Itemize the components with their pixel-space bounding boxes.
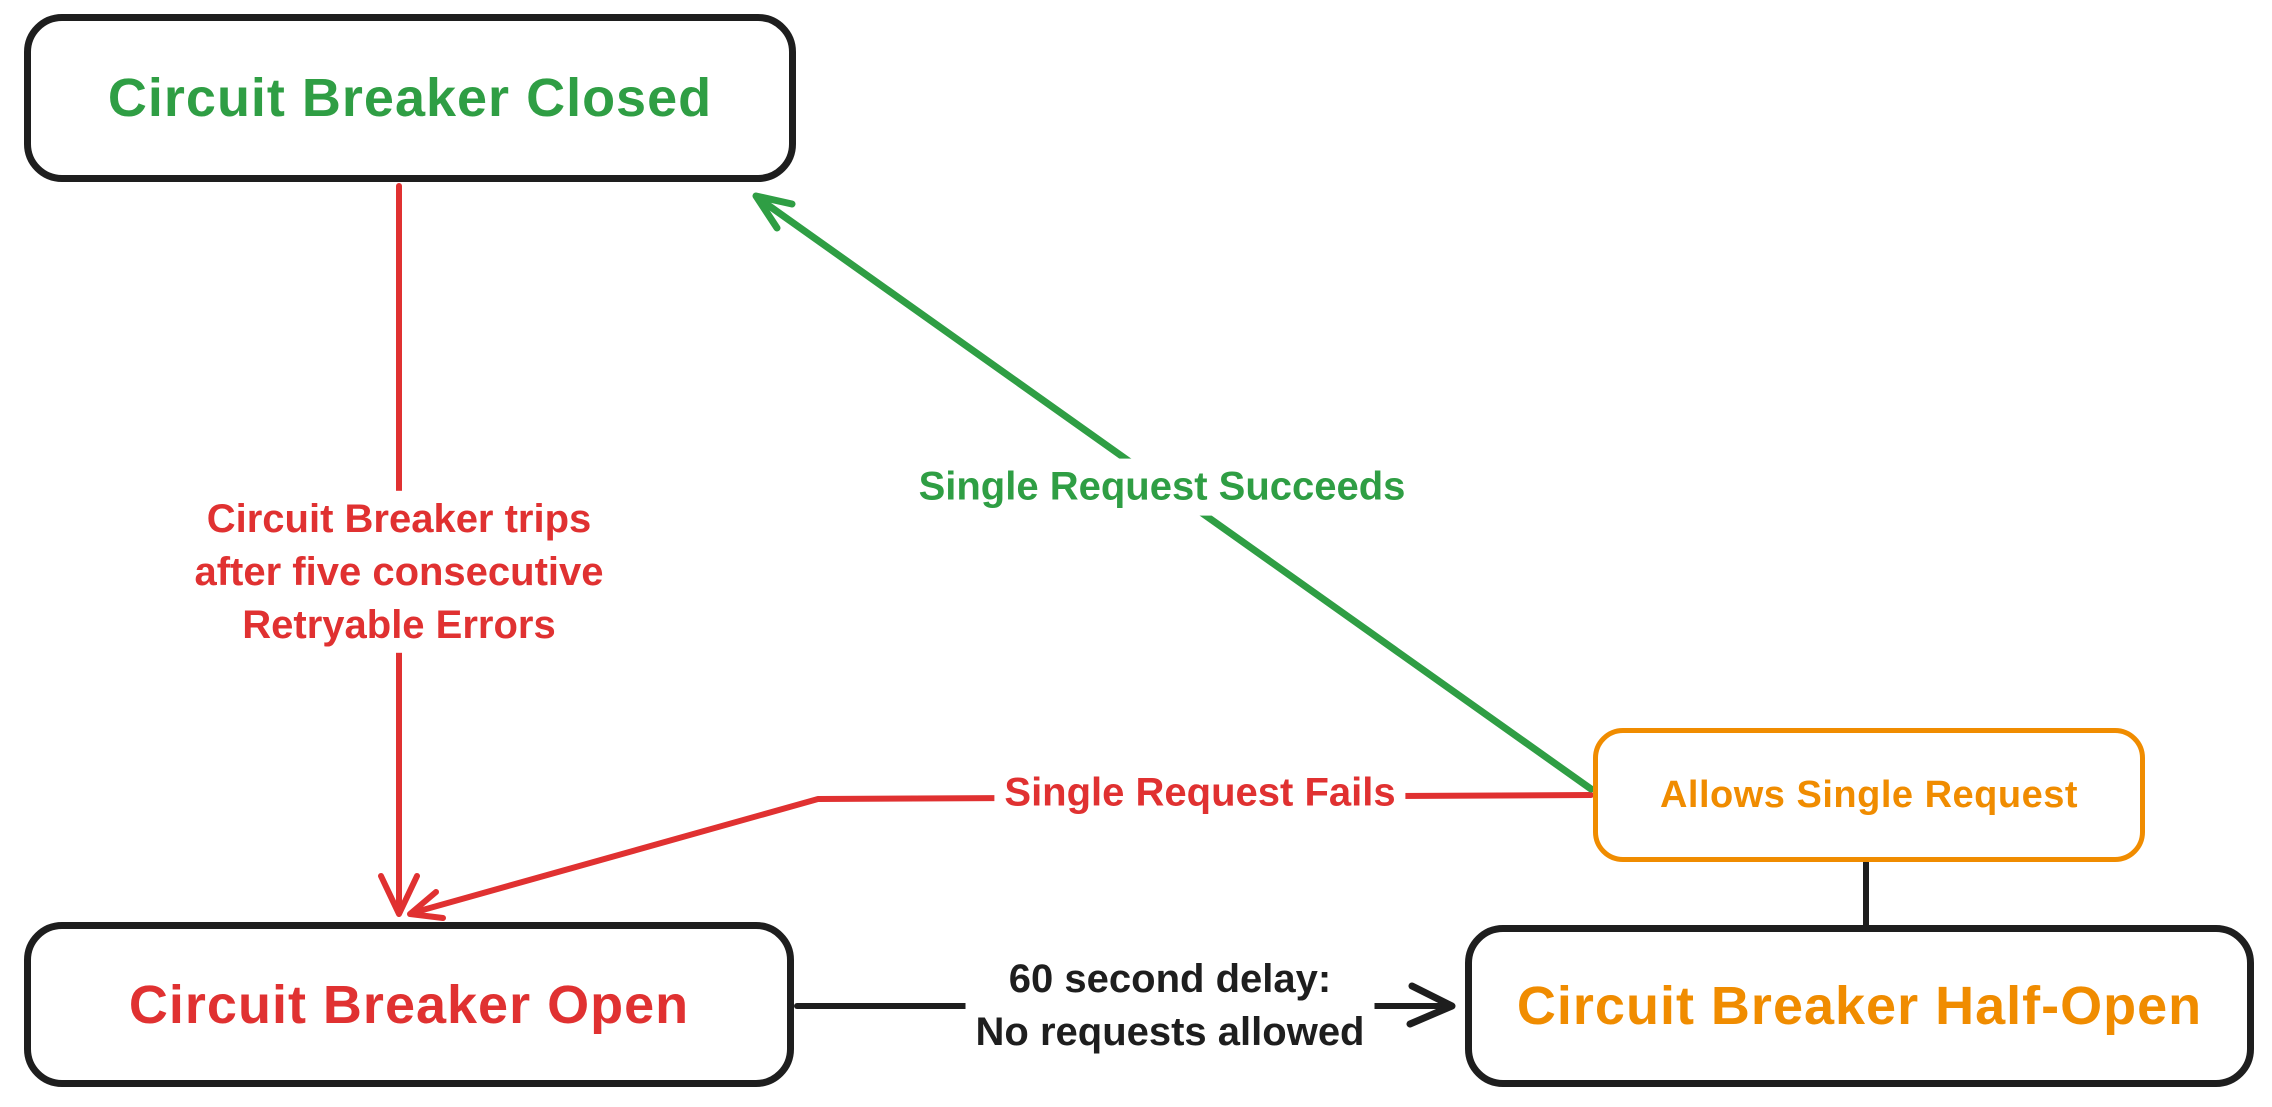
edge-label-fail: Single Request Fails — [994, 764, 1406, 822]
edge-trip-arrowhead — [378, 873, 420, 917]
node-circuit-breaker-open-label: Circuit Breaker Open — [128, 974, 690, 1035]
node-allows-single-request-label: Allows Single Request — [1659, 773, 2079, 816]
node-circuit-breaker-closed-label: Circuit Breaker Closed — [107, 68, 713, 128]
edge-label-trip-line2: after five consecutive — [194, 549, 604, 594]
node-circuit-breaker-half-open-label: Circuit Breaker Half-Open — [1516, 976, 2203, 1036]
node-circuit-breaker-closed: Circuit Breaker Closed — [24, 14, 796, 182]
node-circuit-breaker-half-open: Circuit Breaker Half-Open — [1465, 925, 2254, 1087]
edge-label-delay: 60 second delay: No requests allowed — [965, 951, 1375, 1061]
node-circuit-breaker-open: Circuit Breaker Open — [24, 922, 794, 1087]
edge-succeed-arrowhead — [752, 192, 796, 232]
edge-delay-arrowhead — [1406, 982, 1456, 1028]
edge-label-delay-line1: 60 second delay: — [1008, 957, 1332, 1002]
edge-label-trip-line3: Retryable Errors — [242, 602, 556, 647]
edge-label-trip: Circuit Breaker trips after five consecu… — [184, 490, 614, 654]
node-allows-single-request: Allows Single Request — [1593, 728, 2145, 862]
edge-label-succeed: Single Request Succeeds — [908, 458, 1416, 516]
edge-fail-arrowhead — [407, 889, 446, 921]
edge-label-delay-line2: No requests allowed — [975, 1010, 1365, 1054]
edge-label-trip-line1: Circuit Breaker trips — [206, 496, 592, 541]
